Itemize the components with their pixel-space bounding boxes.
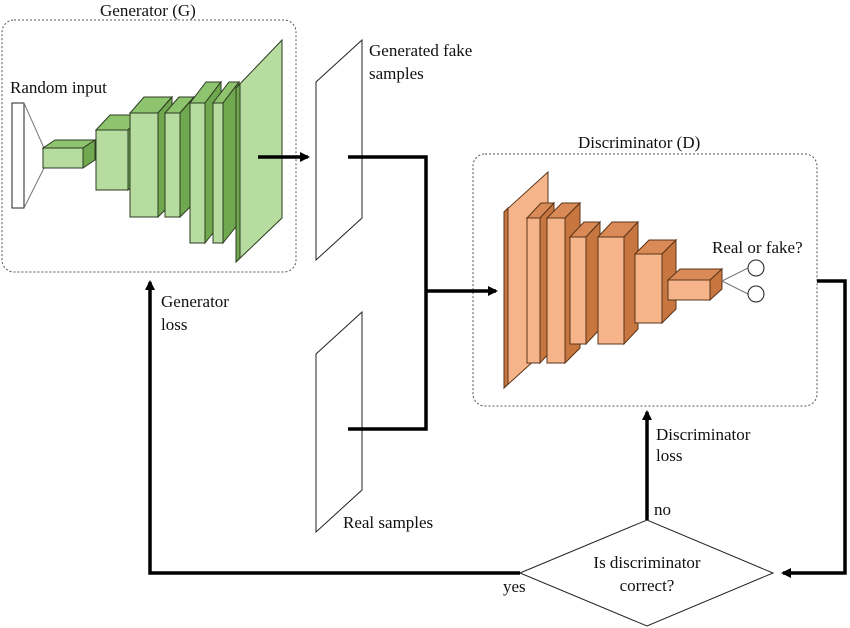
fake-samples-label-line2: samples bbox=[369, 64, 424, 83]
input-projection-lines bbox=[23, 102, 45, 209]
real-samples-sheet bbox=[315, 310, 363, 534]
random-input-vector bbox=[11, 102, 25, 209]
discriminator-layer-4 bbox=[568, 220, 602, 346]
decision-diamond bbox=[518, 519, 775, 627]
decision-label-line2: correct? bbox=[620, 576, 675, 595]
fake-samples-sheet bbox=[315, 38, 363, 262]
discriminator-layer-5 bbox=[596, 220, 640, 346]
generator-layer-1 bbox=[41, 139, 97, 169]
output-connection-lines bbox=[721, 267, 749, 295]
generator-layers bbox=[41, 38, 283, 264]
yes-label: yes bbox=[503, 577, 526, 596]
generator-layer-7 bbox=[235, 38, 283, 264]
generator-loss-arrow bbox=[145, 280, 520, 575]
discriminator-loss-label-line2: loss bbox=[656, 446, 682, 465]
discriminator-output-arrow bbox=[781, 279, 847, 578]
random-input-label: Random input bbox=[10, 78, 107, 97]
samples-merge-line bbox=[348, 155, 428, 431]
generator-title: Generator (G) bbox=[100, 1, 196, 20]
real-or-fake-label: Real or fake? bbox=[712, 238, 803, 257]
discriminator-title: Discriminator (D) bbox=[578, 133, 700, 152]
output-neuron-real bbox=[747, 259, 765, 277]
generator-loss-label-line1: Generator bbox=[161, 292, 229, 311]
generator-loss-label-line2: loss bbox=[161, 315, 187, 334]
output-neuron-fake bbox=[747, 285, 765, 303]
discriminator-layer-7 bbox=[666, 267, 724, 302]
real-samples-label: Real samples bbox=[343, 513, 433, 532]
decision-label-line1: Is discriminator bbox=[593, 553, 701, 572]
discriminator-loss-label-line1: Discriminator bbox=[656, 425, 751, 444]
discriminator-layers bbox=[503, 170, 724, 390]
generator-layer-6 bbox=[211, 80, 241, 245]
no-label: no bbox=[654, 500, 671, 519]
fake-samples-label-line1: Generated fake bbox=[369, 41, 472, 60]
